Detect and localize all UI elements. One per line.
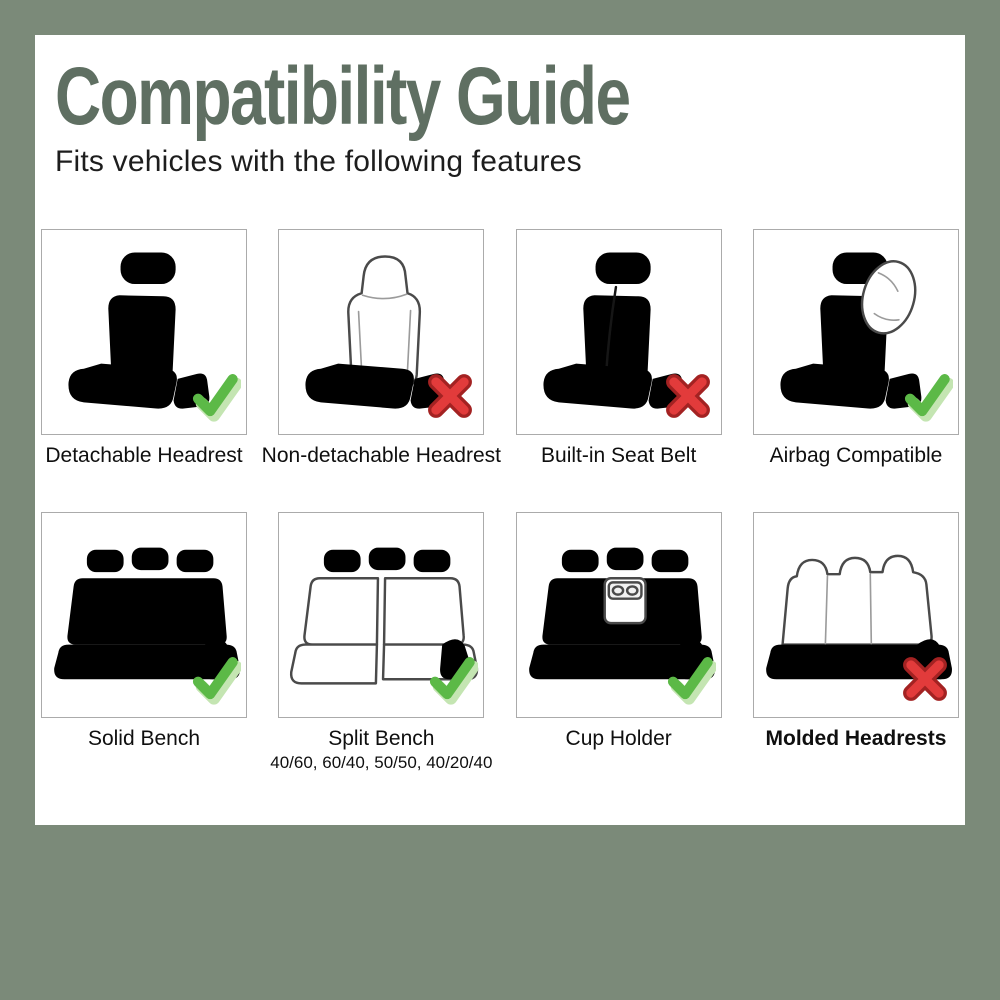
feature-card-airbag-compatible: Airbag Compatible [752,228,959,468]
illustration-box [278,511,485,718]
guide-sheet: Compatibility Guide Fits vehicles with t… [35,35,965,825]
feature-label: Molded Headrests [765,726,947,750]
feature-label: Solid Bench [87,726,201,750]
illustration-box [752,228,959,435]
page-title: Compatibility Guide [55,51,631,142]
feature-label: Airbag Compatible [769,443,943,467]
illustration-box [41,228,247,435]
check-icon [422,651,478,707]
cross-icon [897,651,953,707]
feature-card-split-bench: Split Bench 40/60, 60/40, 50/50, 40/20/4… [270,511,492,773]
illustration-box [515,228,722,435]
illustration-box [278,228,485,435]
cup-holder-bench-icon [528,547,715,679]
feature-card-non-detachable-headrest: Non-detachable Headrest [262,228,501,468]
check-icon [185,651,241,707]
illustration-box [752,511,959,718]
feature-card-molded-headrests: Molded Headrests [752,511,959,773]
check-icon [897,368,953,424]
cross-icon [660,368,716,424]
feature-card-detachable-headrest: Detachable Headrest [41,228,247,468]
feature-card-built-in-seat-belt: Built-in Seat Belt [515,228,722,468]
illustration-box [41,511,247,718]
non-detachable-headrest-seat-icon [305,254,447,409]
page-subtitle: Fits vehicles with the following feature… [55,144,582,178]
feature-card-solid-bench: Solid Bench [41,511,247,773]
feature-grid: Detachable Headrest Non-detachable Headr… [35,228,965,773]
airbag-seat-icon [780,252,922,409]
check-icon [660,651,716,707]
feature-label: Built-in Seat Belt [541,443,697,467]
illustration-box [515,511,722,718]
feature-label: Detachable Headrest [45,443,243,467]
split-bench-seat-icon [290,547,479,685]
feature-sublabel: 40/60, 60/40, 50/50, 40/20/40 [270,752,493,772]
cross-icon [422,368,478,424]
feature-label: Split Bench [328,726,435,750]
built-in-seat-belt-seat-icon [543,252,685,409]
feature-card-cup-holder: Cup Holder [515,511,722,773]
guide-header: Compatibility Guide Fits vehicles with t… [35,35,965,179]
check-icon [185,368,241,424]
feature-label: Non-detachable Headrest [261,443,501,467]
molded-headrests-bench-icon [766,554,952,679]
feature-label: Cup Holder [565,726,672,750]
